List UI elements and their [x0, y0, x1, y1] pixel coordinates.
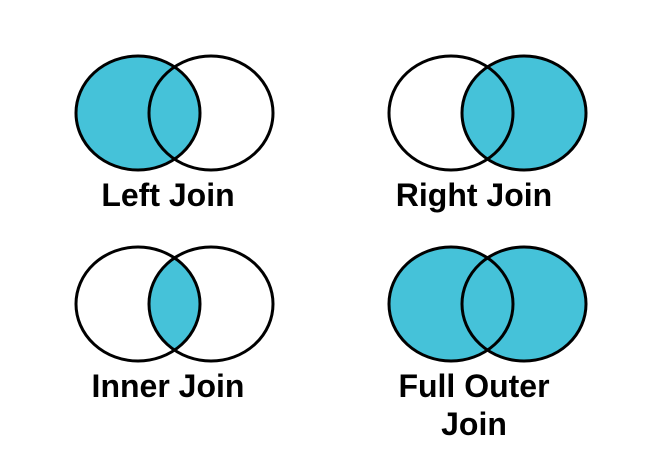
left-circle-outline	[74, 245, 202, 363]
inner-join-label: Inner Join	[91, 368, 245, 404]
intersection-fill	[149, 247, 200, 361]
right-join-venn-icon	[387, 54, 588, 172]
full-outer-join-diagram: Full Outer Join	[384, 241, 592, 443]
right-circle-fill	[462, 247, 586, 361]
right-circle-outline	[147, 245, 275, 363]
left-circle-outline	[74, 54, 202, 172]
left-circle-outline	[387, 54, 515, 172]
right-circle-outline	[147, 54, 275, 172]
left-join-label: Left Join	[101, 177, 235, 213]
right-circle-outline	[460, 54, 588, 172]
full-outer-join-venn-icon	[387, 245, 588, 363]
inner-join-venn-icon	[74, 245, 275, 363]
left-join-venn-icon	[74, 54, 275, 172]
left-join-diagram: Left Join	[71, 50, 279, 214]
right-circle-outline	[460, 245, 588, 363]
full-outer-join-label: Full Outer Join	[398, 368, 550, 442]
right-join-diagram: Right Join	[384, 50, 592, 214]
left-circle-fill	[76, 56, 200, 170]
right-join-label: Right Join	[395, 177, 553, 213]
right-circle-fill	[462, 56, 586, 170]
left-circle-outline	[387, 245, 515, 363]
inner-join-diagram: Inner Join	[71, 241, 279, 405]
